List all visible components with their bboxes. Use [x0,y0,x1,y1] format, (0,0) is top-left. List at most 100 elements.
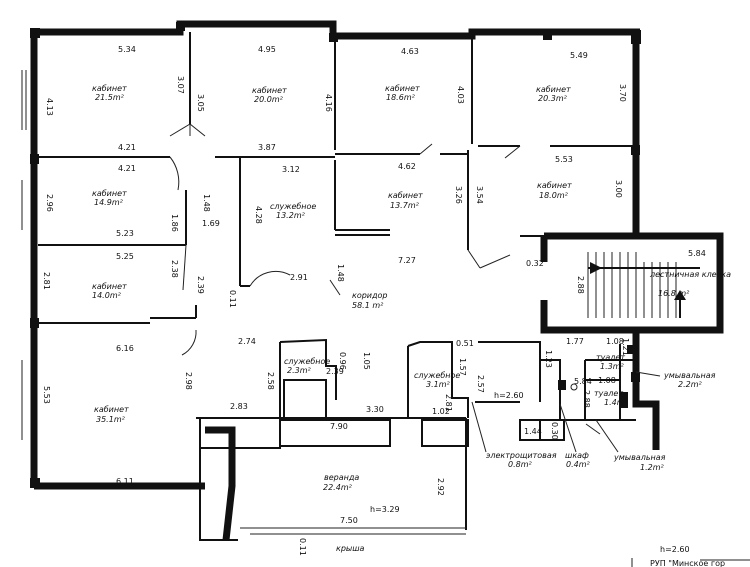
dim: 0.96 [338,352,347,370]
staircase [587,252,700,318]
window-marks [21,70,750,567]
room-name: служебное [414,371,460,380]
dim: 2.39 [326,367,344,376]
dim: 5.53 [555,155,573,164]
room-name: умывальная [613,453,666,462]
room-area: 14.0m² [92,291,122,300]
room-name: туалет [596,353,625,362]
room-name: кабинет [252,86,287,95]
room-area: 16.8 m² [658,289,690,298]
dim: 2.91 [290,273,308,282]
dim: 1.02 [432,407,450,416]
dim: 2.98 [184,372,193,390]
room-area: 18.0m² [539,191,569,200]
height-label: h=2.60 [494,391,524,400]
room-name: кабинет [385,84,420,93]
room-name: кабинет [537,181,572,190]
dim: 3.05 [196,94,205,112]
dim: 1.08 [606,337,624,346]
room-name: шкаф [565,451,589,460]
dim: 2.88 [582,390,591,408]
dim: 1.23 [544,350,553,368]
dim: 4.21 [118,143,136,152]
room-name: кабинет [92,189,127,198]
room-area: 2.2m² [678,380,703,389]
stair-arrow-icon [590,262,602,274]
dim: 4.63 [401,47,419,56]
room-name: кабинет [92,84,127,93]
dim: 6.16 [116,344,134,353]
dim: 2.58 [266,372,275,390]
room-name: кабинет [388,191,423,200]
dim: 3.54 [475,186,484,204]
room-area: 22.4m² [323,483,353,492]
room-name: туалет [594,389,623,398]
room-area: 58.1 m² [352,301,384,310]
room-name: кабинет [92,282,127,291]
dim: 3.30 [366,405,384,414]
exterior-walls [30,20,724,490]
dim: 5.49 [570,51,588,60]
dimension-labels: 5.34 4.95 4.63 5.49 4.13 3.07 3.05 4.16 … [42,45,706,556]
dim: 5.53 [42,386,51,404]
dim: 3.26 [454,186,463,204]
dim: 2.57 [476,375,485,393]
room-area: 18.6m² [386,93,416,102]
dim: 5.84 [688,249,706,258]
room-name: служебное [270,202,316,211]
room-area: 20.0m² [254,95,284,104]
dim: 2.96 [45,194,54,212]
dim: 4.16 [324,94,333,112]
dim: 0.30 [550,422,559,440]
room-area: 0.8m² [508,460,533,469]
stair-arrow-up-icon [674,290,686,300]
room-name: умывальная [663,371,716,380]
room-area: 1.3m² [600,362,625,371]
dim: 1.48 [202,194,211,212]
room-name: электрощитовая [486,451,557,460]
room-area: 1.4m² [604,398,629,407]
dim: 3.00 [614,180,623,198]
room-area: 1.2m² [640,463,665,472]
room-area: 2.3m² [287,366,312,375]
roof-label: крыша [336,544,365,553]
room-name: веранда [324,473,359,482]
dim: 1.69 [202,219,220,228]
height-label: h=3.29 [370,505,400,514]
dim: 5.84 [574,377,592,386]
title-block-text: РУП "Минское гор [650,559,725,567]
dim: 4.13 [45,98,54,116]
dim: 0.51 [456,339,474,348]
dim: 4.95 [258,45,276,54]
dim: 2.88 [576,276,585,294]
room-labels: кабинет 21.5m² кабинет 20.0m² кабинет 18… [92,84,731,492]
dim: 2.81 [444,394,453,412]
room-name: коридор [352,291,388,300]
misc-labels: крыша h=3.29 h=2.60 h=2.60 РУП "Минское … [336,391,725,567]
dim: 4.03 [456,86,465,104]
dim: 4.62 [398,162,416,171]
leader-lines [471,371,661,453]
dim: 7.27 [398,256,416,265]
dim: 6.11 [116,477,134,486]
room-name: служебное [284,357,330,366]
dim: 2.81 [42,272,51,290]
dim: 1.86 [170,214,179,232]
dim: 2.39 [196,276,205,294]
dim: 3.70 [618,84,627,102]
dim: 3.87 [258,143,276,152]
dim: 2.74 [238,337,256,346]
height-label: h=2.60 [660,545,690,554]
dim: 5.23 [116,229,134,238]
dim: 1.77 [566,337,584,346]
room-area: 21.5m² [95,93,125,102]
dim: 1.44 [524,427,542,436]
dim: 0.11 [298,538,307,556]
room-area: 13.7m² [390,201,420,210]
dim: 1.05 [362,352,371,370]
room-area: 35.1m² [96,415,126,424]
dim: 5.25 [116,252,134,261]
room-area: 20.3m² [538,94,568,103]
room-name: кабинет [536,85,571,94]
